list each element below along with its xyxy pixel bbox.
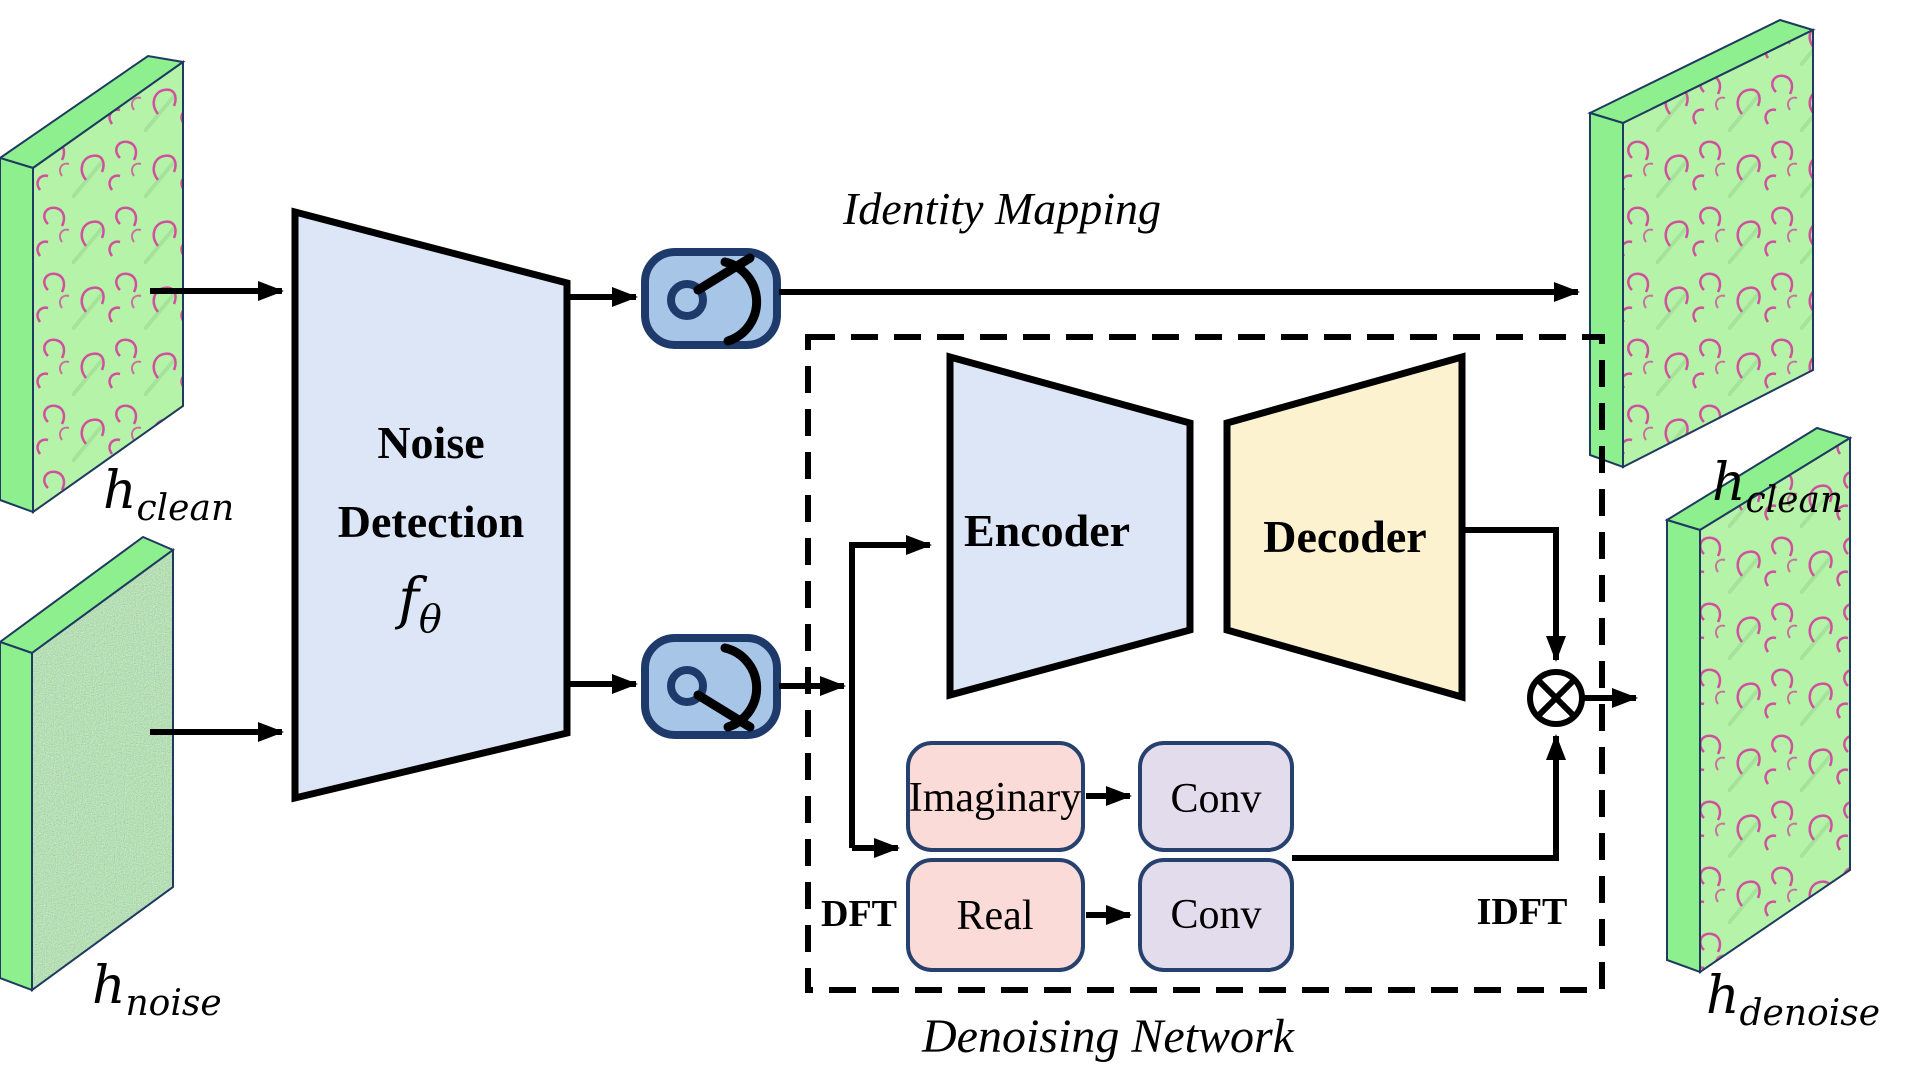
conv-top-box: Conv	[1138, 741, 1294, 852]
encoder-block: Encoder	[946, 352, 1194, 700]
output-clean-label: hclean	[1712, 453, 1843, 521]
output-clean-feature-map	[1587, 18, 1816, 469]
noise-detection-label-line2: Detection	[338, 496, 524, 547]
imaginary-box: Imaginary	[906, 741, 1085, 852]
arrow-decoder-to-multiply	[1462, 527, 1566, 662]
output-denoise-label: hdenoise	[1706, 966, 1880, 1034]
switch-pivot-icon	[667, 280, 707, 320]
connector-arrows	[150, 281, 1638, 925]
denoising-network-box	[805, 334, 1605, 993]
imaginary-shape	[906, 741, 1085, 852]
dft-label: DFT	[821, 893, 897, 935]
switch-lever-icon	[693, 253, 755, 295]
decoder-block: Decoder	[1223, 352, 1466, 702]
slab-front-edge	[31, 548, 174, 992]
conv-bottom-label: Conv	[1170, 892, 1261, 938]
slab-front-face	[1699, 436, 1851, 974]
slab-front-face	[32, 60, 184, 514]
route-switch-top	[641, 248, 781, 349]
slab-side-face	[1666, 518, 1701, 974]
real-label: Real	[957, 893, 1034, 939]
denoising-network-label: Denoising Network	[921, 1010, 1296, 1063]
input-noise-feature-map	[0, 535, 176, 992]
slab-front-face	[1622, 28, 1814, 469]
conv-bottom-shape	[1138, 858, 1294, 972]
output-denoise-feature-map	[1664, 426, 1853, 974]
slab-side-face	[0, 156, 34, 514]
input-noise-label: hnoise	[92, 956, 222, 1024]
switch-arc-icon	[720, 643, 762, 732]
noise-detection-shape	[291, 207, 571, 803]
conv-top-shape	[1138, 741, 1294, 852]
input-clean-feature-map	[0, 54, 186, 514]
real-shape	[906, 858, 1085, 972]
idft-label: IDFT	[1477, 891, 1568, 933]
decoder-shape	[1223, 352, 1466, 702]
input-clean-label: hclean	[103, 461, 234, 529]
real-box: Real	[906, 858, 1085, 972]
imaginary-label: Imaginary	[909, 775, 1082, 821]
encoder-label: Encoder	[964, 505, 1130, 556]
arrow-trunk-to-encoder	[849, 535, 932, 848]
multiply-x-icon	[1536, 678, 1576, 718]
slab-side-face	[1589, 111, 1624, 469]
switch-pivot-icon	[667, 666, 707, 706]
decoder-label: Decoder	[1263, 511, 1426, 562]
noise-detection-block: Noise Detection fθ	[291, 207, 571, 803]
arrow-idft-to-multiply	[1292, 734, 1566, 861]
encoder-shape	[946, 352, 1194, 700]
switch-arc-icon	[720, 257, 762, 346]
multiply-operator	[1527, 669, 1585, 727]
conv-bottom-box: Conv	[1138, 858, 1294, 972]
route-switch-bottom	[641, 634, 781, 739]
conv-top-label: Conv	[1170, 776, 1261, 822]
slab-side-face	[0, 640, 33, 992]
identity-mapping-label: Identity Mapping	[842, 183, 1161, 234]
noise-detection-label-line1: Noise	[377, 417, 484, 468]
